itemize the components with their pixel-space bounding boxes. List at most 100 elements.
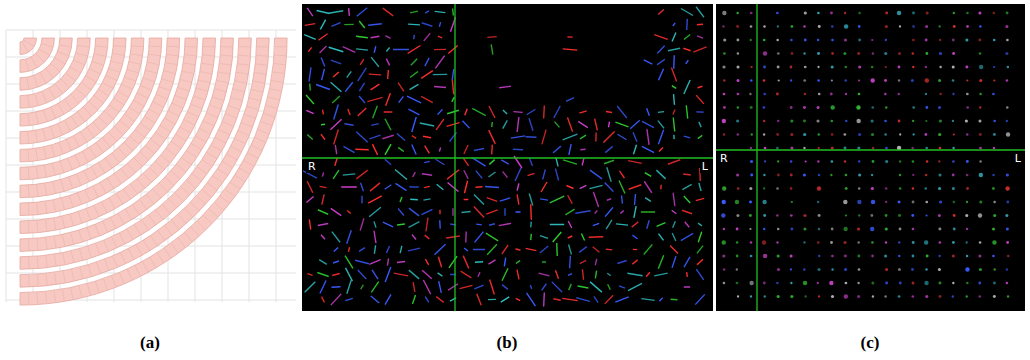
tensor-glyph (438, 273, 443, 276)
dot-glyph (750, 79, 752, 81)
ring-band (20, 38, 144, 162)
dot-glyph (818, 268, 821, 271)
mesh-edge (131, 45, 143, 47)
dot-glyph (736, 39, 739, 42)
tensor-glyph (517, 183, 519, 190)
mesh-edge (212, 97, 224, 101)
tensor-glyph (448, 45, 457, 53)
dot-glyph (803, 79, 806, 82)
tensor-glyph (682, 210, 692, 213)
dot-glyph (885, 241, 888, 244)
dot-glyph (803, 106, 806, 109)
mesh-edge (140, 86, 152, 91)
mesh-edge (88, 246, 92, 258)
dot-glyph (952, 79, 955, 82)
mesh-edge (36, 112, 39, 124)
mesh-edge (70, 214, 73, 226)
mesh-edge (35, 94, 38, 106)
mesh-edge (187, 112, 198, 117)
mesh-edge (124, 77, 136, 81)
crosshair-line (716, 149, 1025, 150)
dot-glyph (1005, 52, 1008, 55)
ring-band (20, 38, 287, 305)
dot-glyph (939, 119, 942, 122)
mesh-edge (68, 158, 73, 170)
tensor-glyph (399, 96, 404, 102)
dot-glyph (858, 65, 861, 68)
tensor-glyph (348, 247, 349, 252)
tensor-glyph (385, 159, 391, 164)
mesh-edge (238, 131, 250, 136)
dot-glyph (790, 295, 793, 298)
mesh-edge (28, 292, 29, 304)
mesh-edge (89, 69, 100, 74)
tensor-glyph (449, 256, 457, 268)
dot-glyph (938, 187, 941, 190)
tensor-glyph (527, 293, 536, 306)
dot-glyph (790, 228, 793, 231)
tensor-glyph (501, 297, 509, 302)
dot-glyph (751, 133, 753, 135)
dot-glyph (858, 39, 861, 42)
tensor-glyph (582, 269, 583, 280)
tensor-glyph (562, 298, 577, 300)
tensor-glyph (345, 298, 353, 300)
tensor-glyph (371, 124, 379, 126)
mesh-edge (172, 103, 183, 108)
dot-glyph (899, 25, 901, 27)
tensor-glyph (434, 49, 446, 51)
tensor-glyph (563, 160, 577, 164)
dot-glyph (818, 295, 820, 297)
tensor-glyph (412, 145, 416, 155)
tensor-glyph (575, 211, 590, 214)
dot-glyph (911, 255, 914, 258)
tensor-glyph (606, 111, 612, 112)
tensor-glyph (698, 232, 701, 243)
tensor-glyph (565, 209, 574, 215)
tensor-glyph (384, 111, 393, 113)
tensor-glyph (463, 158, 468, 166)
dot-glyph (844, 268, 847, 271)
ring-band (20, 38, 180, 198)
mesh-edge (167, 46, 179, 48)
tensor-glyph (696, 95, 704, 104)
mesh-edge (51, 145, 55, 157)
dot-glyph (871, 119, 874, 122)
tensor-glyph (503, 110, 507, 114)
dot-glyph (763, 214, 766, 217)
tensor-glyph (684, 196, 690, 203)
dot-glyph (830, 93, 833, 96)
dot-glyph (966, 187, 969, 190)
tensor-glyph (447, 123, 460, 127)
tensor-glyph (425, 259, 428, 265)
mesh-edge (254, 72, 266, 74)
dot-glyph (737, 295, 739, 297)
tensor-glyph (488, 299, 496, 301)
tensor-glyph (672, 33, 676, 42)
mesh-edge (92, 61, 104, 65)
tensor-glyph (464, 199, 469, 200)
tensor-glyph (477, 294, 481, 305)
tensor-glyph (422, 270, 432, 279)
tensor-glyph (499, 86, 511, 87)
dot-glyph (845, 187, 848, 190)
tensor-glyph (668, 160, 680, 164)
mesh-edge (196, 88, 208, 91)
tensor-glyph (452, 8, 454, 15)
mesh-edge (257, 46, 269, 47)
dot-glyph (872, 295, 874, 297)
tensor-glyph (359, 83, 364, 91)
mesh-edge (186, 180, 196, 188)
tensor-glyph (398, 148, 404, 152)
mesh-edge (222, 161, 233, 168)
tensor-glyph (374, 245, 375, 253)
dot-glyph (817, 39, 820, 42)
tensor-glyph (645, 173, 651, 177)
dot-glyph (791, 25, 794, 28)
dot-glyph (924, 240, 928, 244)
dot-glyph (750, 174, 753, 177)
tensor-glyph (322, 172, 323, 176)
tensor-glyph (644, 60, 653, 64)
mesh-edge (215, 137, 226, 143)
mesh-edge (203, 46, 215, 48)
